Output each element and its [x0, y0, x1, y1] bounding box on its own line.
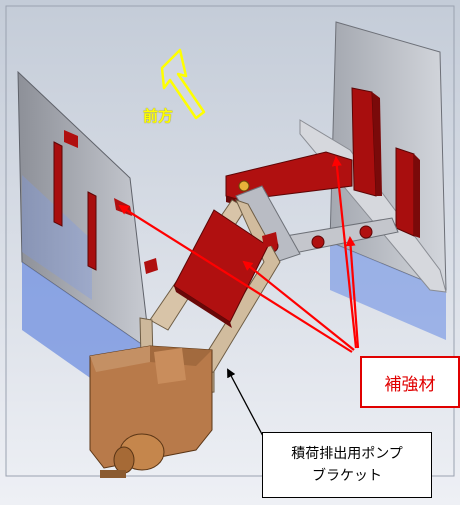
pump-bracket-label-line2: ブラケット	[312, 468, 382, 484]
pump-bracket	[89, 345, 213, 478]
pump-bracket-label-line1: 積荷排出用ポンプ	[291, 446, 403, 462]
scene-frame	[5, 5, 455, 477]
pump-bracket-pointer-arrow	[227, 368, 265, 439]
central-reinforcement-plate	[173, 209, 269, 328]
grey-cross-beam	[235, 185, 399, 263]
pump-bracket-label-box: 積荷排出用ポンプ ブラケット	[262, 432, 432, 498]
small-red-part	[144, 258, 158, 274]
reinforcement-label-box: 補強材	[360, 356, 460, 408]
pointer-arrow	[118, 204, 353, 353]
pointer-arrow	[345, 236, 360, 349]
front-direction-label: 前方	[143, 107, 174, 125]
pointer-arrow	[242, 260, 355, 351]
small-red-part	[262, 232, 278, 248]
right-reinforcement-brackets	[225, 87, 420, 238]
reinforcement-pointer-arrows	[118, 156, 360, 353]
reinforcement-label: 補強材	[384, 374, 436, 395]
pointer-arrow	[331, 156, 358, 349]
hollow-arrow-up-left-icon	[160, 48, 206, 120]
